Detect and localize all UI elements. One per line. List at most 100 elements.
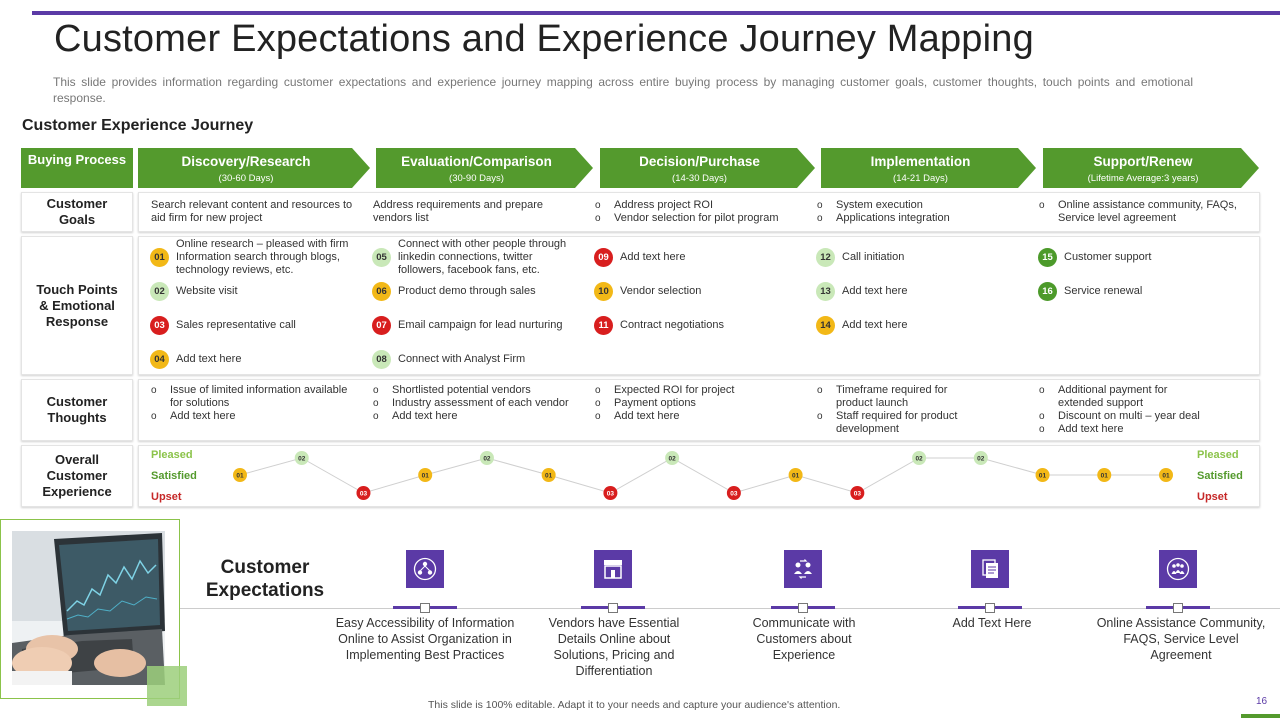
photo-accent-square [147,666,187,706]
experience-point [479,451,494,465]
touch-point-text: Service renewal [1064,285,1143,297]
touch-point-badge: 05 [372,248,391,267]
expectations-heading: Customer Expectations [205,557,325,601]
stage-name: Evaluation/Comparison [401,154,552,169]
list-item: Industry assessment of each vendor [373,397,578,410]
touch-point-text: Contract negotiations [620,319,724,331]
touch-point-badge: 12 [816,248,835,267]
touch-point-text: Call initiation [842,251,905,263]
touch-point-badge: 08 [372,350,391,369]
thoughts-discovery: Issue of limited information available f… [151,384,356,423]
experience-point [541,468,556,482]
thoughts-evaluation: Shortlisted potential vendorsIndustry as… [373,384,578,423]
experience-point [1035,468,1050,482]
goal-evaluation: Address requirements and prepare vendors… [373,199,543,224]
experience-point-label: 02 [298,456,306,463]
experience-point-label: 02 [669,456,677,463]
experience-point [233,468,247,482]
touch-point-05: 05 Connect with other people through link… [372,238,582,277]
level-upset-left: Upset [151,491,182,503]
experience-point-label: 03 [730,491,738,498]
timeline-knob [608,603,618,613]
list-item: Online assistance community, FAQs, Servi… [1039,199,1239,225]
touch-point-text: Online research – pleased with firm Info… [176,238,349,276]
list-item: Add text here [151,410,356,423]
goal-discovery: Search relevant content and resources to… [151,199,353,224]
touch-point-text: Sales representative call [176,319,296,331]
experience-point-label: 01 [1039,473,1047,480]
experience-point-label: 02 [915,456,923,463]
laptop-photo [12,531,165,685]
expectation-text: Online Assistance Community, FAQS, Servi… [1096,616,1266,662]
goal-support: Online assistance community, FAQs, Servi… [1039,199,1239,225]
experience-point-label: 01 [1101,473,1109,480]
list-item: System execution [817,199,1022,212]
touch-point-badge: 09 [594,248,613,267]
people-exchange-icon [784,550,822,588]
stage-discovery: Discovery/Research (30-60 Days) [138,148,370,188]
top-accent-bar [32,11,1280,15]
page-accent-bar [1241,714,1280,718]
touch-point-12: 12 Call initiation [816,248,1026,267]
customer-thoughts-label: Customer Thoughts [21,379,133,441]
expectations-timeline [180,608,1280,609]
overall-experience-label: Overall Customer Experience [21,445,133,507]
experience-point [912,451,927,465]
touch-point-badge: 11 [594,316,613,335]
experience-point-label: 01 [236,473,244,480]
list-item: Staff required for product development [817,410,977,436]
touch-point-badge: 03 [150,316,169,335]
experience-point [1097,468,1112,482]
touch-point-03: 03 Sales representative call [150,316,360,335]
thoughts-decision: Expected ROI for projectPayment optionsA… [595,384,800,423]
touch-point-text: Add text here [176,353,242,365]
overall-experience-row [138,445,1260,507]
documents-icon [971,550,1009,588]
level-pleased-left: Pleased [151,449,193,461]
touch-points-label: Touch Points & Emotional Response [21,236,133,375]
expectation-text: Communicate with Customers about Experie… [752,616,856,662]
thoughts-implementation: Timeframe required for product launchSta… [817,384,977,436]
list-item: Issue of limited information available f… [151,384,356,410]
level-satisfied-left: Satisfied [151,470,197,482]
list-item: Payment options [595,397,800,410]
stage-duration: (14-21 Days) [893,173,948,184]
list-item: Expected ROI for project [595,384,800,397]
experience-point [418,468,433,482]
level-pleased-right: Pleased [1197,449,1239,461]
network-users-icon [406,550,444,588]
touch-point-text: Connect with other people through linked… [398,238,567,276]
experience-point [850,486,865,500]
touch-point-text: Add text here [842,285,908,297]
storefront-icon [594,550,632,588]
footer-note: This slide is 100% editable. Adapt it to… [428,699,841,711]
experience-point-label: 03 [854,491,862,498]
touch-point-08: 08 Connect with Analyst Firm [372,350,582,369]
touch-point-text: Connect with Analyst Firm [398,353,526,365]
list-item: Vendor selection for pilot program [595,212,800,225]
timeline-knob [420,603,430,613]
experience-point [1159,468,1173,482]
touch-point-text: Website visit [176,285,238,297]
experience-point-label: 01 [545,473,553,480]
experience-point-label: 01 [1162,473,1170,480]
experience-point [726,486,741,500]
stage-name: Support/Renew [1093,154,1193,169]
touch-point-text: Add text here [620,251,686,263]
experience-point [356,486,371,500]
touch-point-11: 11 Contract negotiations [594,316,804,335]
page-subtitle: This slide provides information regardin… [53,75,1193,105]
experience-point-label: 01 [422,473,430,480]
goal-implementation: System executionApplications integration [817,199,1022,225]
stage-duration: (30-90 Days) [449,173,504,184]
touch-points-row [138,236,1260,375]
expectation-text: Vendors have Essential Details Online ab… [548,616,680,678]
list-item: Discount on multi – year deal [1039,410,1214,423]
touch-point-text: Customer support [1064,251,1152,263]
